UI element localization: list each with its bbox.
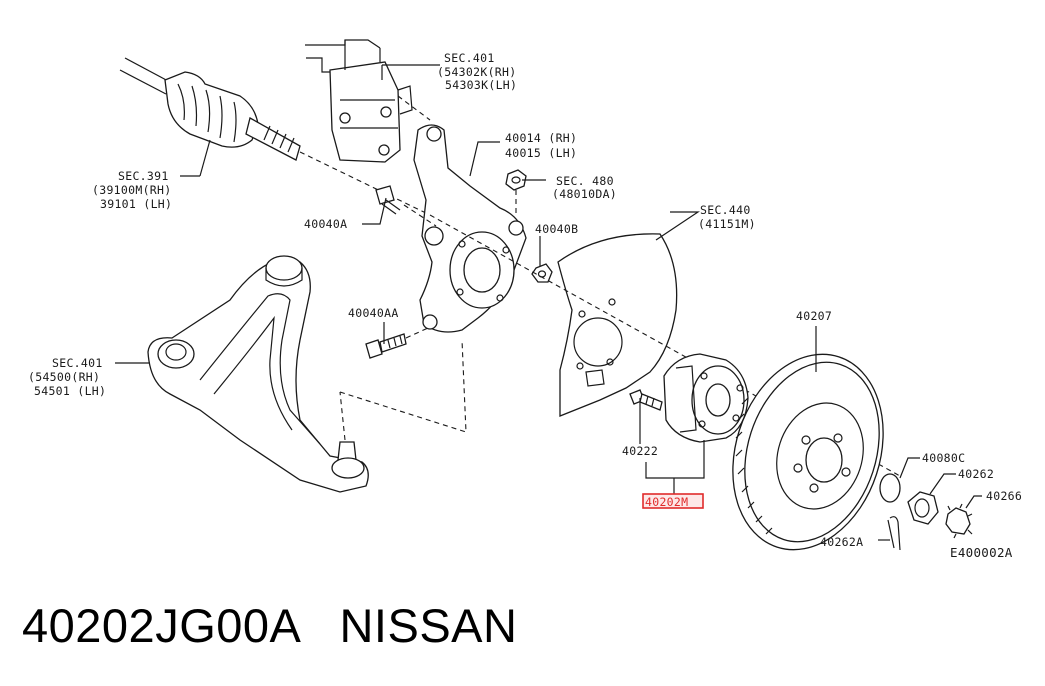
label-sec440: SEC.440 — [700, 203, 751, 217]
part-number: 40202JG00A — [22, 599, 299, 652]
highlight-box-40202M — [642, 493, 704, 509]
label-sec480: SEC. 480 — [556, 174, 614, 188]
label-40080C: 40080C — [922, 451, 965, 465]
label-40040AA: 40040AA — [348, 306, 399, 320]
leader-lines — [115, 64, 982, 541]
label-sec401-arm-lh: 54501 (LH) — [34, 384, 106, 398]
lower-control-arm — [147, 255, 369, 493]
label-sec401-top-lh: 54303K(LH) — [445, 78, 517, 92]
label-sec401-top: SEC.401 — [444, 51, 495, 65]
nut-40040B — [531, 263, 553, 283]
brand-name: NISSAN — [339, 599, 518, 652]
label-40266: 40266 — [986, 489, 1022, 503]
label-sec401-top-rh: (54302K(RH) — [437, 65, 516, 79]
diagram-reference-code: E400002A — [950, 545, 1013, 560]
part-labels: SEC.401 (54302K(RH) 54303K(LH) SEC.391 (… — [28, 51, 1022, 560]
label-40202M: 40202M — [645, 495, 688, 509]
steering-knuckle — [413, 124, 527, 333]
cotter-pin-40262A — [887, 516, 901, 551]
nut-48010DA — [505, 169, 527, 214]
wheel-bolt-40222 — [629, 389, 663, 411]
label-sec401-arm-rh: (54500(RH) — [28, 370, 100, 384]
washer-40080C — [879, 473, 901, 503]
label-40014-rh: 40014 (RH) — [505, 131, 577, 145]
label-40207: 40207 — [796, 309, 832, 323]
label-sec391-rh: (39100M(RH) — [92, 183, 171, 197]
label-40015-lh: 40015 (LH) — [505, 146, 577, 160]
label-sec440-sub: (41151M) — [698, 217, 756, 231]
label-sec480-sub: (48010DA) — [552, 187, 617, 201]
strut-assembly — [305, 39, 431, 163]
label-sec401-arm: SEC.401 — [52, 356, 103, 370]
part-caption: 40202JG00A NISSAN — [22, 598, 517, 653]
baffle-plate — [557, 233, 678, 417]
hub-bearing-assembly — [663, 353, 749, 443]
label-40262A: 40262A — [820, 535, 863, 549]
hub-nut-40262 — [907, 491, 939, 525]
label-40222: 40222 — [622, 444, 658, 458]
brake-disc-rotor — [732, 353, 884, 551]
label-40040A: 40040A — [304, 217, 347, 231]
nut-cap-40266 — [945, 503, 973, 539]
label-40040B: 40040B — [535, 222, 578, 236]
bolt-40040A — [375, 185, 401, 215]
label-40262: 40262 — [958, 467, 994, 481]
bolt-40040AA — [365, 327, 429, 359]
label-sec391: SEC.391 — [118, 169, 169, 183]
label-sec391-lh: 39101 (LH) — [100, 197, 172, 211]
drive-shaft — [119, 57, 431, 216]
